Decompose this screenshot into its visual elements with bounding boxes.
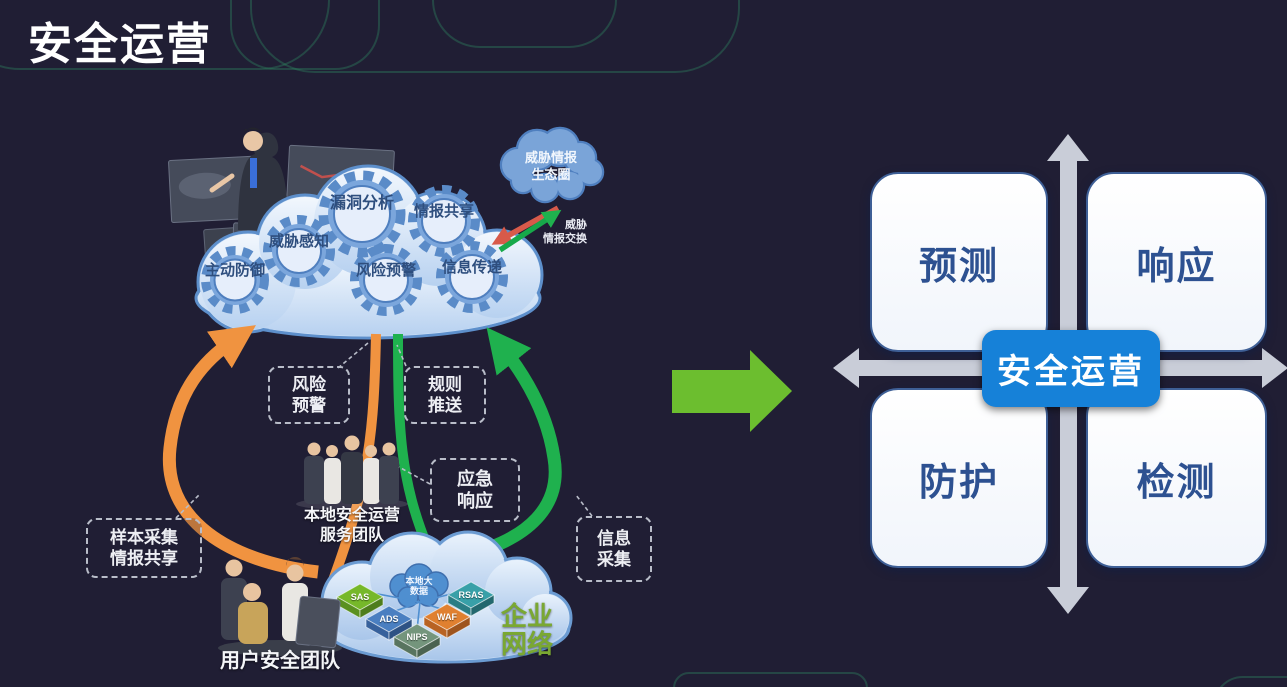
gear-threat-sensing [263, 215, 335, 287]
quadrant-protect: 防护 [870, 388, 1048, 568]
security-ops-badge: 安全运营 [982, 330, 1160, 407]
callout-info-collection: 信息采集 [576, 516, 652, 582]
gear-vuln-analysis [318, 170, 406, 258]
info-collection-up-arc [460, 327, 562, 563]
gear-info-transfer [436, 241, 508, 313]
security-ops-flow-diagram [162, 126, 605, 664]
gear-label-active-defense: 主动防御 [205, 262, 266, 279]
intel-exchange-line1: 威胁 [565, 219, 587, 231]
gear-intel-sharing [408, 185, 480, 257]
callout-emergency-response-label: 应急响应 [457, 468, 493, 512]
security-ops-badge-label: 安全运营 [997, 353, 1145, 391]
gear-active-defense [201, 246, 269, 314]
gear-label-vuln-analysis: 漏洞分析 [330, 195, 395, 212]
tile-waf [422, 603, 472, 639]
circuit-trace-deco [673, 672, 868, 687]
gear-label-info-transfer: 信息传递 [442, 259, 503, 276]
user-team-illustration [218, 557, 342, 656]
vertical-axis-arrowhead-up [1047, 134, 1089, 161]
vertical-axis-arrowhead-down [1047, 587, 1089, 614]
sample-collection-up-arc [162, 325, 319, 579]
horizontal-axis-arrowhead-left [833, 348, 859, 388]
callout-rule-push: 规则推送 [404, 366, 486, 424]
callout-tails [175, 342, 593, 519]
tile-sas-label: SAS [350, 592, 370, 602]
tile-nips [392, 623, 442, 659]
quadrant-predict: 预测 [870, 172, 1048, 352]
quadrant-detect-label: 检测 [1136, 461, 1217, 504]
callout-sample-collection-label: 样本采集情报共享 [110, 527, 178, 568]
appliance-tiles [335, 581, 496, 659]
local-team-caption: 本地安全运营服务团队 [303, 507, 400, 544]
callout-risk-warning: 风险预警 [268, 366, 350, 424]
transition-arrow-head [750, 350, 792, 432]
rule-push-down-line [393, 333, 433, 550]
callout-rule-push-label: 规则推送 [428, 374, 462, 415]
transition-arrow [672, 370, 751, 413]
quadrant-predict-label: 预测 [918, 245, 999, 288]
capability-gears [201, 170, 508, 316]
intel-exchange-line2: 情报交换 [543, 232, 587, 245]
quadrant-respond: 响应 [1086, 172, 1267, 352]
gear-label-intel-sharing: 情报共享 [414, 203, 475, 220]
risk-warning-down-line [327, 333, 381, 585]
horizontal-axis-arrowhead-right [1262, 348, 1287, 388]
callout-sample-collection: 样本采集情报共享 [86, 518, 202, 578]
tile-rsas [446, 581, 496, 617]
callout-risk-warning-label: 风险预警 [292, 374, 326, 415]
page-title: 安全运营 [28, 20, 212, 69]
tile-waf-label: WAF [437, 612, 457, 622]
tile-rsas-label: RSAS [458, 590, 484, 600]
quadrant-detect: 检测 [1086, 388, 1267, 568]
tile-nips-label: NIPS [406, 632, 428, 642]
quadrant-respond-label: 响应 [1136, 245, 1217, 288]
flow-arrows [162, 325, 562, 585]
user-team-caption: 用户安全团队 [220, 650, 340, 672]
gear-label-risk-warning: 风险预警 [356, 262, 417, 279]
ecosystem-cloud-label: 威胁情报生态圈 [524, 150, 577, 182]
intel-exchange-arrows [491, 205, 562, 253]
circuit-trace-deco [1213, 676, 1287, 687]
threat-intel-ecosystem-cloud [499, 126, 605, 204]
intel-exchange-label: 威胁 情报交换 [533, 219, 587, 247]
gear-label-threat-sensing: 威胁感知 [269, 233, 330, 250]
local-team-illustration [296, 435, 408, 510]
tile-ads-label: ADS [379, 614, 399, 624]
quadrant-protect-label: 防护 [918, 461, 999, 504]
enterprise-network-cloud [320, 530, 573, 664]
bigdata-cloud-label: 本地大数据 [405, 576, 433, 597]
enterprise-network-label: 企业网络 [500, 601, 553, 660]
callout-info-collection-label: 信息采集 [597, 528, 631, 569]
callout-emergency-response: 应急响应 [430, 458, 520, 522]
gear-risk-warning [350, 244, 422, 316]
